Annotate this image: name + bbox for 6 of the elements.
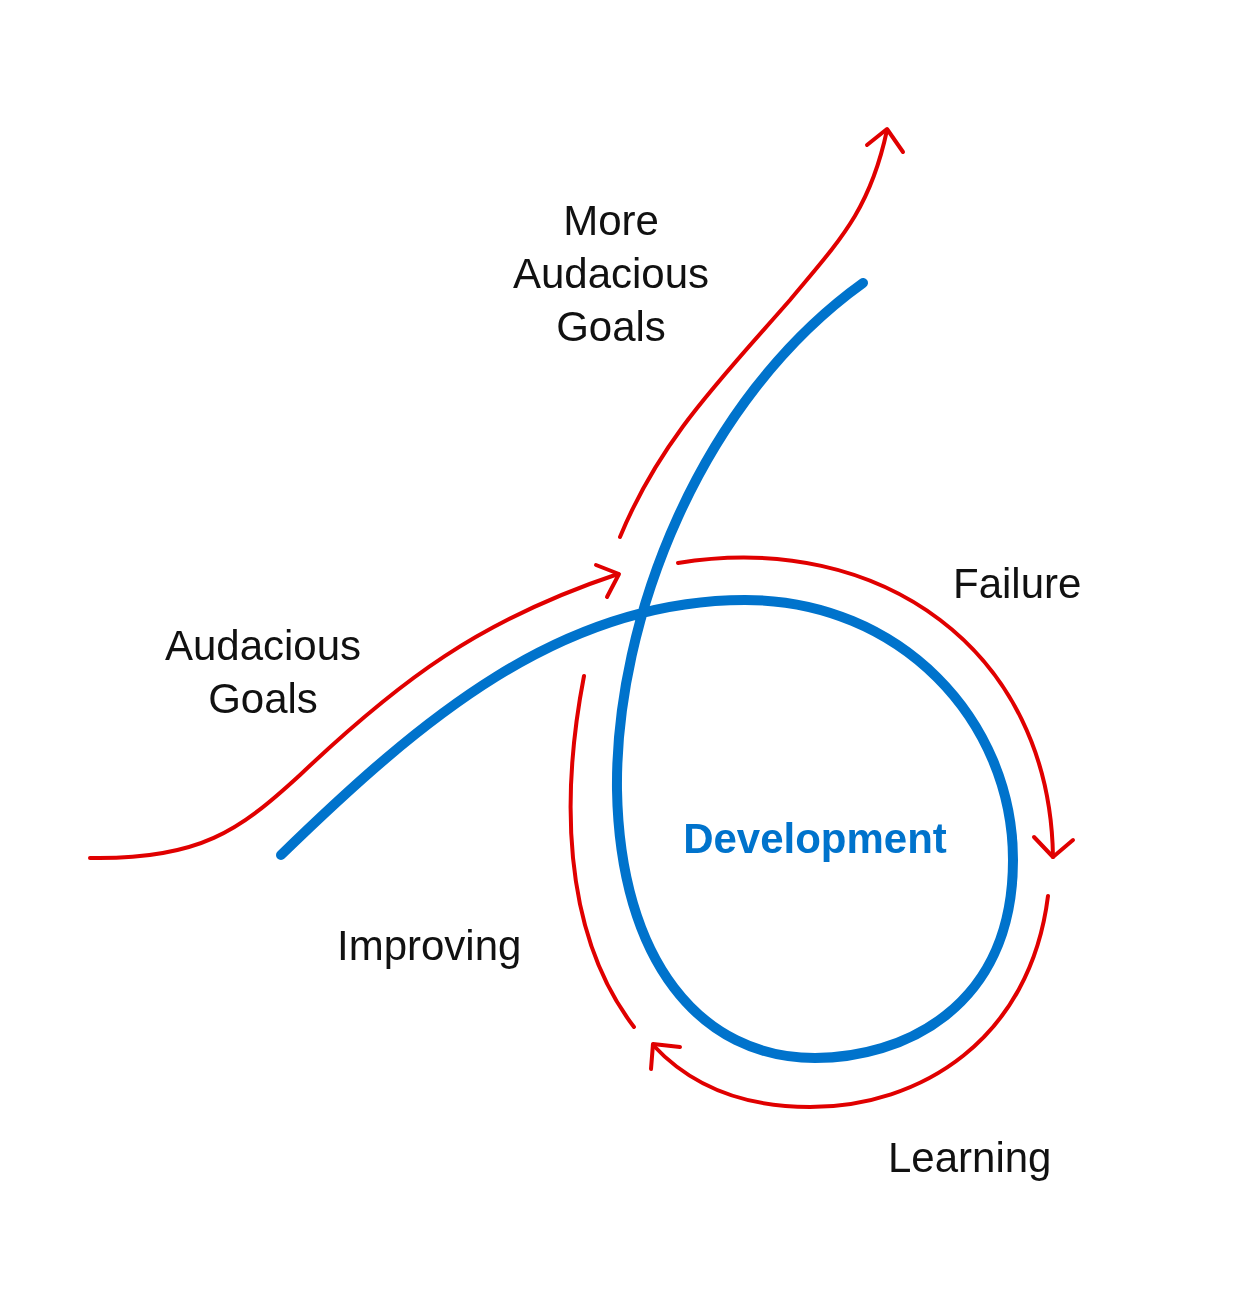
stage-label: Learning <box>888 1133 1053 1183</box>
stage-label: Failure <box>953 559 1083 609</box>
stage-label: Improving <box>337 921 523 971</box>
center-label: Development <box>682 814 948 864</box>
goal-label: More Audacious Goals <box>511 196 711 352</box>
goal-label: Audacious Goals <box>163 621 363 724</box>
